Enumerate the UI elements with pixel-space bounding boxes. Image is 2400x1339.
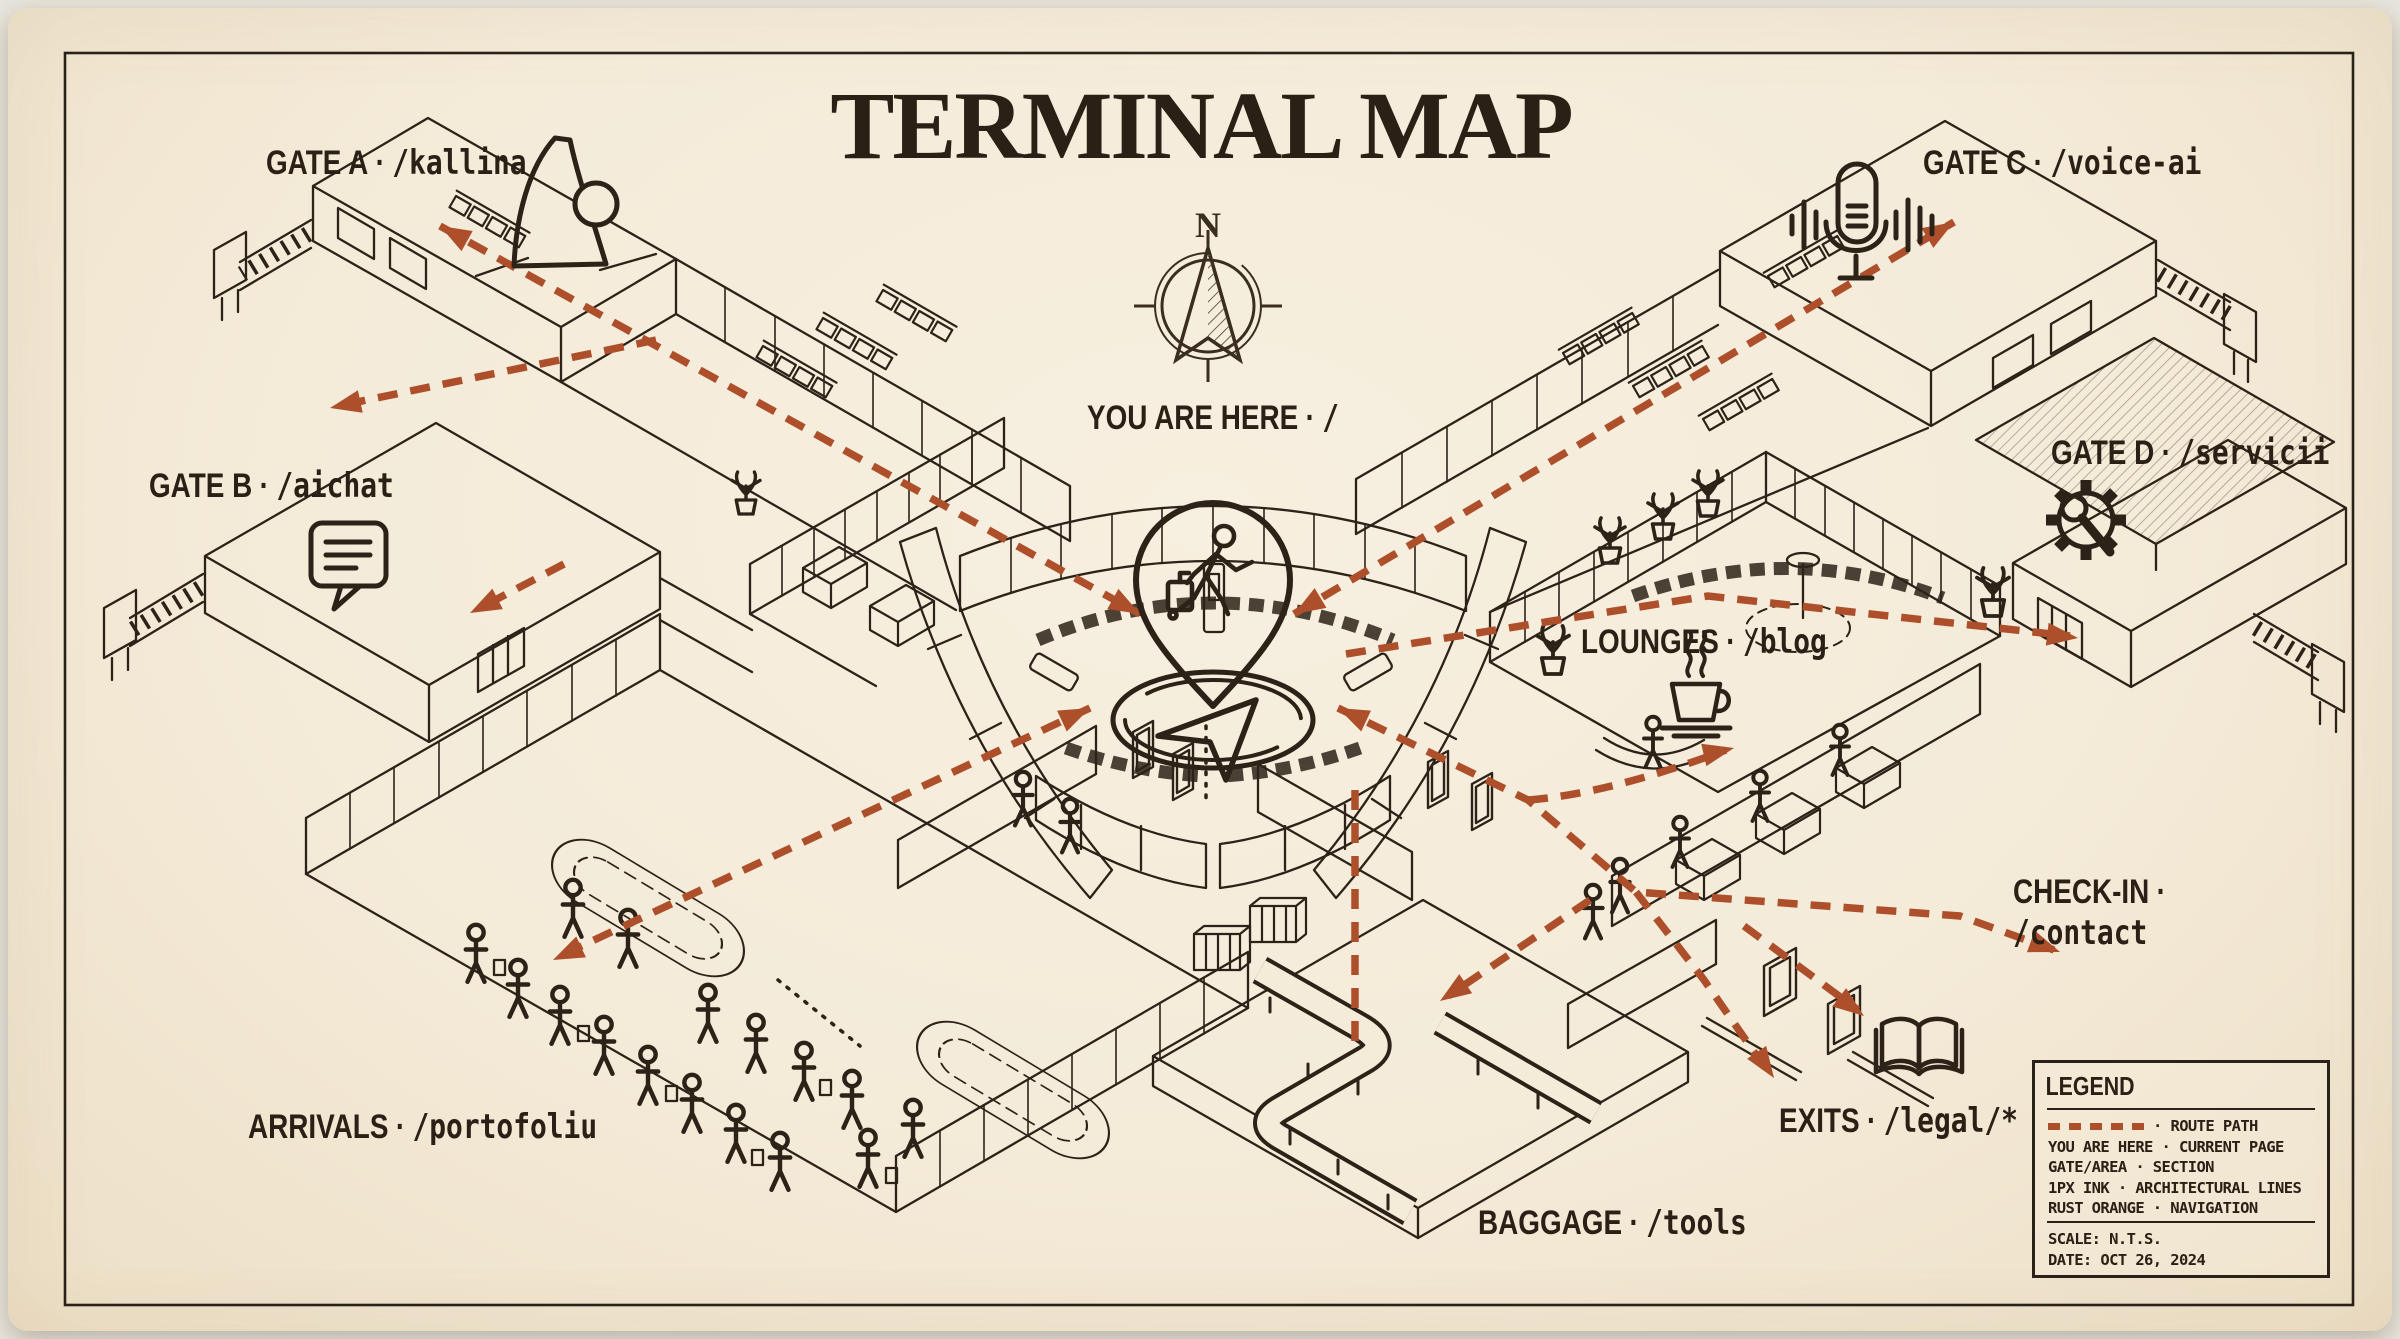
west-hall	[730, 416, 1006, 688]
legend-row-rust: RUST ORANGE · NAVIGATION	[2048, 1199, 2258, 1217]
open-book-icon	[1873, 1016, 1965, 1077]
label-you-are-here[interactable]: YOU ARE HERE·/	[1087, 398, 1340, 438]
exit-rails	[1700, 1016, 1935, 1108]
route-lounges	[1527, 746, 1728, 804]
paper-background: TERMINAL MAP N GATE A·/kallina GATE B·/a…	[8, 8, 2392, 1331]
label-gate-b[interactable]: GATE B·/aichat	[149, 466, 394, 506]
lounge-hall	[1488, 450, 2011, 794]
terminal-map-illustration	[63, 51, 2355, 1307]
gate-b-building	[102, 421, 754, 744]
chat-bubble-icon	[308, 520, 389, 612]
travellers	[466, 880, 923, 1190]
route-gate-c	[1292, 218, 1956, 618]
route-gate-d	[1345, 592, 2071, 658]
architecture-lines	[102, 116, 2348, 1240]
label-exits[interactable]: EXITS·/legal/*	[1779, 1101, 2018, 1141]
legend-box: LEGEND · ROUTE PATH YOU ARE HERE · CURRE…	[2032, 1060, 2330, 1278]
service-roof	[1974, 336, 2336, 546]
compass-north-label: N	[1195, 205, 1221, 245]
baggage-carousel	[915, 1020, 1111, 1160]
legend-divider	[2047, 1108, 2315, 1110]
route-dash-swatch	[2048, 1123, 2148, 1130]
gate-d-building	[2011, 438, 2348, 734]
route-paths	[337, 218, 2071, 1075]
route-baggage-2	[1445, 896, 1593, 1000]
legend-row-section: GATE/AREA · SECTION	[2048, 1158, 2215, 1176]
label-gate-c[interactable]: GATE C·/voice-ai	[1923, 143, 2202, 183]
check-in-zone	[1583, 662, 1982, 1108]
gate-c-building	[1354, 119, 2258, 614]
route-gate-b	[337, 336, 657, 410]
label-gate-a[interactable]: GATE A·/kallina	[266, 143, 527, 183]
compass-icon	[1134, 230, 1282, 382]
baggage-hall	[1151, 896, 1690, 1240]
route-check-in	[1336, 704, 2056, 954]
legend-scale: SCALE: N.T.S.	[2048, 1229, 2162, 1248]
security-zone	[896, 719, 1718, 1050]
jet-bridge	[212, 218, 313, 322]
route-gate-a	[438, 222, 1142, 618]
label-check-in[interactable]: CHECK-IN· /contact	[2013, 873, 2166, 954]
plane-tail-icon	[511, 135, 620, 269]
page-title: TERMINAL MAP	[830, 72, 1573, 179]
route-exits	[1633, 889, 1772, 1075]
coffee-cup-icon	[1659, 630, 1733, 739]
traveler-figure	[1165, 523, 1255, 621]
legend-row-ink: 1PX INK · ARCHITECTURAL LINES	[2048, 1178, 2302, 1197]
label-lounges[interactable]: LOUNGES·/blog	[1581, 622, 1827, 662]
navigation-arrow-icon	[1155, 697, 1259, 783]
label-arrivals[interactable]: ARRIVALS·/portofoliu	[248, 1107, 598, 1147]
microphone-icon	[1789, 161, 1935, 281]
seat-rows	[1035, 562, 1946, 783]
legend-row-current-page: YOU ARE HERE · CURRENT PAGE	[2048, 1137, 2284, 1156]
traveler-pin-icon	[1110, 500, 1316, 783]
legend-row-route: · ROUTE PATH	[2035, 1116, 2327, 1137]
area-icons	[308, 135, 2126, 1077]
dotted-connectors	[776, 724, 1208, 1048]
jet-bridge	[102, 572, 205, 682]
jet-bridge	[2252, 612, 2346, 734]
jet-bridge	[2156, 258, 2258, 384]
legend-date: DATE: OCT 26, 2024	[2048, 1250, 2206, 1269]
route-exits-2	[1741, 922, 1861, 1014]
gate-a-building	[212, 116, 1072, 612]
route-arrivals	[558, 704, 1092, 960]
map-border	[63, 51, 2355, 1307]
gear-wrench-icon	[2046, 480, 2126, 560]
label-baggage[interactable]: BAGGAGE·/tools	[1478, 1203, 1747, 1243]
legend-title: LEGEND	[2045, 1071, 2135, 1101]
legend-divider	[2047, 1220, 2315, 1223]
arrivals-hall	[304, 612, 1250, 1214]
label-gate-d[interactable]: GATE D·/servicii	[2051, 433, 2330, 473]
